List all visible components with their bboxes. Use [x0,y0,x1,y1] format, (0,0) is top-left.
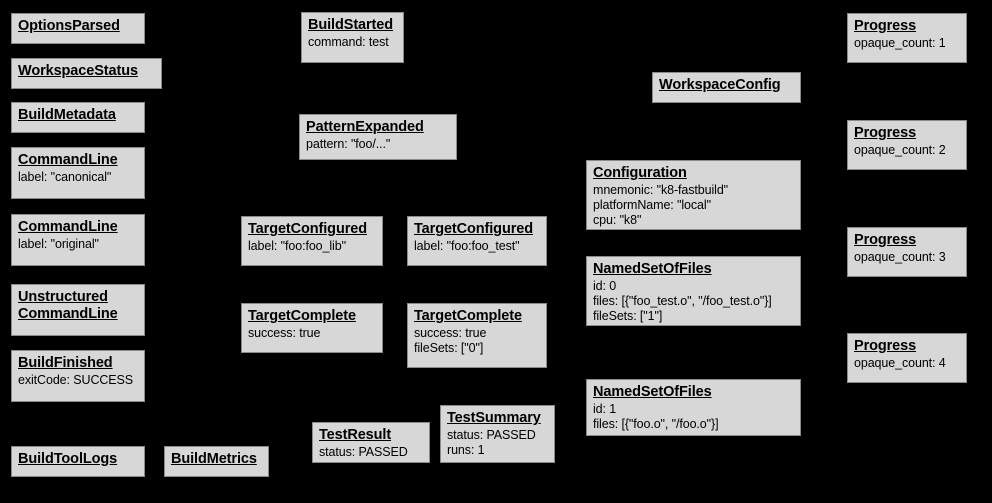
event-node-property: opaque_count: 3 [854,250,946,264]
event-node-title: TargetConfigured [248,221,367,237]
event-node-configuration[interactable]: Configuration mnemonic: "k8-fastbuild"pla… [586,160,801,230]
event-node-title: NamedSetOfFiles [593,384,712,400]
event-node-properties: pattern: "foo/..." [306,137,450,152]
event-node-properties: mnemonic: "k8-fastbuild"platformName: "l… [593,183,794,228]
event-node-command-line-original[interactable]: CommandLine label: "original" [11,214,145,266]
event-node-property: pattern: "foo/..." [306,137,391,151]
event-node-build-metrics[interactable]: BuildMetrics [164,446,269,477]
event-node-progress-3[interactable]: Progress opaque_count: 3 [847,227,967,277]
event-node-target-configured-foo-test[interactable]: TargetConfigured label: "foo:foo_test" [407,216,547,266]
event-node-title: CommandLine [18,152,118,168]
event-node-property: command: test [308,35,389,49]
event-node-properties: success: true [248,326,376,341]
event-node-property: id: 0 [593,279,617,293]
event-node-property: opaque_count: 4 [854,356,946,370]
event-node-property: id: 1 [593,402,617,416]
event-node-options-parsed[interactable]: OptionsParsed [11,13,145,44]
event-node-title: BuildFinished [18,355,113,371]
event-node-properties: exitCode: SUCCESS [18,373,138,388]
event-node-build-metadata[interactable]: BuildMetadata [11,102,145,133]
event-node-title: OptionsParsed [18,18,120,34]
event-node-target-complete-foo-lib[interactable]: TargetComplete success: true [241,303,383,353]
event-node-property: mnemonic: "k8-fastbuild" [593,183,729,197]
event-node-property: exitCode: SUCCESS [18,373,134,387]
event-node-command-line-canonical[interactable]: CommandLine label: "canonical" [11,147,145,199]
event-node-property: platformName: "local" [593,198,711,212]
event-node-properties: label: "foo:foo_lib" [248,239,376,254]
event-node-title: WorkspaceConfig [659,77,781,93]
event-node-title: BuildStarted [308,17,394,33]
event-node-title: Progress [854,125,917,141]
event-node-progress-1[interactable]: Progress opaque_count: 1 [847,13,967,63]
event-node-property: label: "foo:foo_test" [414,239,520,253]
event-node-title: BuildMetrics [171,451,257,467]
event-node-title: Configuration [593,165,687,181]
event-node-properties: opaque_count: 4 [854,356,960,371]
event-node-title: Progress [854,338,917,354]
event-node-workspace-config[interactable]: WorkspaceConfig [652,72,801,103]
event-node-property: opaque_count: 2 [854,143,946,157]
event-node-property: fileSets: ["1"] [593,309,663,323]
event-node-build-tool-logs[interactable]: BuildToolLogs [11,446,145,477]
event-node-properties: opaque_count: 1 [854,36,960,51]
event-node-target-configured-foo-lib[interactable]: TargetConfigured label: "foo:foo_lib" [241,216,383,266]
event-node-title: WorkspaceStatus [18,63,138,79]
event-node-property: fileSets: ["0"] [414,341,484,355]
event-node-progress-4[interactable]: Progress opaque_count: 4 [847,333,967,383]
event-node-unstructured-command-line[interactable]: Unstructured CommandLine [11,284,145,336]
event-node-property: success: true [414,326,487,340]
event-node-title: TargetComplete [248,308,356,324]
event-node-properties: label: "canonical" [18,170,138,185]
event-node-properties: command: test [308,35,397,50]
event-node-properties: opaque_count: 3 [854,250,960,265]
event-node-title: BuildToolLogs [18,451,118,467]
event-node-properties: opaque_count: 2 [854,143,960,158]
event-node-pattern-expanded[interactable]: PatternExpanded pattern: "foo/..." [299,114,457,160]
event-node-title: Progress [854,18,917,34]
event-node-title: Unstructured CommandLine [18,289,118,322]
event-node-property: files: [{"foo_test.o", "/foo_test.o"}] [593,294,772,308]
event-node-title: TargetComplete [414,308,522,324]
event-node-property: status: PASSED [447,428,536,442]
event-node-title: TestResult [319,427,392,443]
event-node-title: NamedSetOfFiles [593,261,712,277]
event-node-properties: label: "original" [18,237,138,252]
event-node-title: TargetConfigured [414,221,533,237]
event-node-test-result[interactable]: TestResult status: PASSED [312,422,430,463]
event-node-title: TestSummary [447,410,541,426]
event-node-progress-2[interactable]: Progress opaque_count: 2 [847,120,967,170]
event-node-property: status: PASSED [319,445,408,459]
event-node-title: CommandLine [18,219,118,235]
event-node-property: cpu: "k8" [593,213,642,227]
event-node-build-started[interactable]: BuildStarted command: test [301,12,404,63]
event-node-property: runs: 1 [447,443,485,457]
event-node-title: BuildMetadata [18,107,116,123]
event-node-properties: status: PASSED [319,445,423,460]
event-node-property: opaque_count: 1 [854,36,946,50]
event-node-title: PatternExpanded [306,119,424,135]
event-node-title: Progress [854,232,917,248]
event-node-property: success: true [248,326,321,340]
event-node-property: label: "canonical" [18,170,112,184]
event-node-properties: label: "foo:foo_test" [414,239,540,254]
event-node-workspace-status[interactable]: WorkspaceStatus [11,58,162,89]
event-node-property: label: "original" [18,237,99,251]
event-node-property: label: "foo:foo_lib" [248,239,346,253]
event-node-property: files: [{"foo.o", "/foo.o"}] [593,417,719,431]
event-node-build-finished[interactable]: BuildFinished exitCode: SUCCESS [11,350,145,402]
